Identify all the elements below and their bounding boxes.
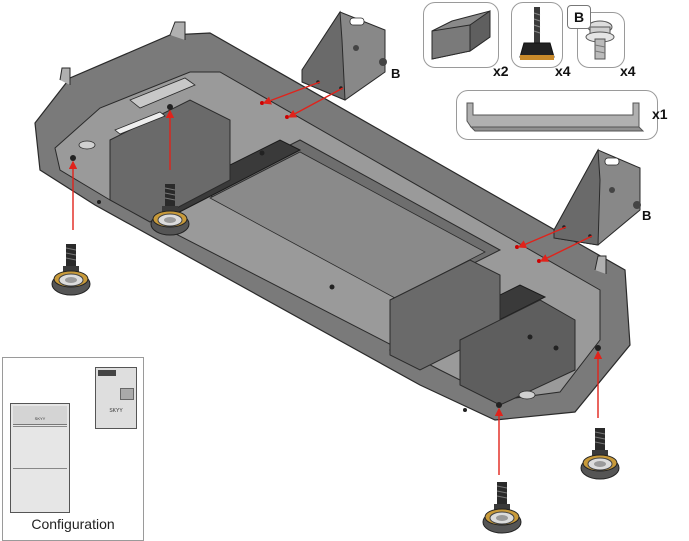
- parts-box-foot-screw: [511, 2, 563, 68]
- qty-bolt: x4: [620, 63, 636, 79]
- adjustable-foot-1: [51, 243, 91, 296]
- parts-box-rail: [456, 90, 658, 140]
- parts-box-bolt: [577, 12, 625, 68]
- qty-foot-screw: x4: [555, 63, 571, 79]
- configuration-panel: SKYY SKYY Configuration: [2, 357, 144, 541]
- cabinet-unit-label: SKYY: [34, 416, 46, 421]
- bolt-badge: B: [567, 5, 591, 29]
- rail-part-icon: [466, 102, 645, 132]
- qty-bracket: x2: [493, 63, 509, 79]
- qty-rail: x1: [652, 106, 668, 122]
- parts-box-bracket: [423, 2, 499, 68]
- wall-unit-label: SKYY: [109, 408, 123, 414]
- callout-b-top: B: [391, 66, 401, 81]
- assembly-arrows: [68, 81, 603, 475]
- bracket-part-icon: [431, 10, 491, 60]
- cabinet-unit: SKYY: [10, 403, 70, 513]
- bracket-right: [553, 148, 641, 246]
- configuration-label: Configuration: [31, 516, 115, 532]
- wall-unit: SKYY: [95, 367, 137, 429]
- adjustable-foot-3: [482, 481, 522, 534]
- bolt-part-icon: [585, 20, 615, 60]
- bracket-top-right: [301, 10, 387, 101]
- foot-screw-part-icon: [519, 7, 555, 60]
- adjustable-foot-4: [580, 427, 620, 480]
- callout-b-right: B: [642, 208, 652, 223]
- base-frame: [34, 21, 631, 421]
